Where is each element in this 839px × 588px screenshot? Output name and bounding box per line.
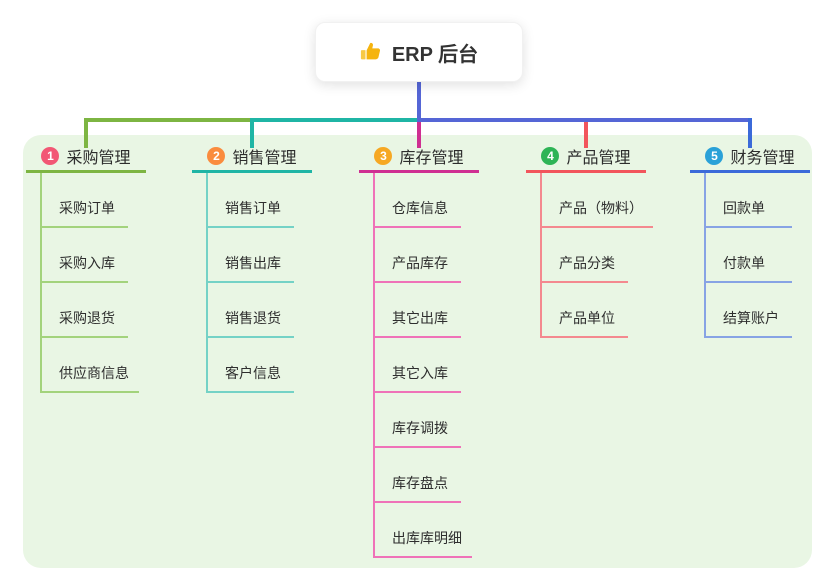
branch-finance-title[interactable]: 5 财务管理 <box>690 146 810 173</box>
branch-label: 库存管理 <box>399 149 464 167</box>
child-label: 结算账户 <box>723 310 779 326</box>
branch-inventory: 3 库存管理 仓库信息 产品库存 其它出库 其它入库 库存调拨 库存盘点 出库库… <box>359 146 479 558</box>
child-label: 客户信息 <box>225 365 281 381</box>
child-label: 采购入库 <box>59 255 115 271</box>
child-label: 产品（物料） <box>559 200 643 216</box>
branch-number-badge: 2 <box>207 146 226 165</box>
connector-drop-inventory <box>417 122 421 148</box>
branch-children: 销售订单 销售出库 销售退货 客户信息 <box>206 173 312 393</box>
child-topic[interactable]: 采购退货 <box>40 283 128 338</box>
child-topic[interactable]: 其它出库 <box>373 283 461 338</box>
branch-label: 销售管理 <box>232 149 297 167</box>
connector-bus-green <box>84 118 252 122</box>
branch-number-badge: 4 <box>541 146 560 165</box>
child-topic[interactable]: 仓库信息 <box>373 173 461 228</box>
child-topic[interactable]: 产品库存 <box>373 228 461 283</box>
child-topic[interactable]: 采购订单 <box>40 173 128 228</box>
child-label: 销售出库 <box>225 255 281 271</box>
child-label: 出库库明细 <box>392 530 462 546</box>
child-topic[interactable]: 库存调拨 <box>373 393 461 448</box>
branch-product-title[interactable]: 4 产品管理 <box>526 146 646 173</box>
child-topic[interactable]: 回款单 <box>704 173 792 228</box>
child-topic[interactable]: 库存盘点 <box>373 448 461 503</box>
child-label: 付款单 <box>723 255 765 271</box>
child-topic[interactable]: 产品（物料） <box>540 173 653 228</box>
child-label: 其它入库 <box>392 365 448 381</box>
child-topic[interactable]: 付款单 <box>704 228 792 283</box>
branch-number-badge: 3 <box>374 146 393 165</box>
branch-number-badge: 1 <box>41 146 60 165</box>
connector-drop-sales <box>250 118 254 148</box>
child-topic[interactable]: 供应商信息 <box>40 338 139 393</box>
root-node[interactable]: ERP 后台 <box>315 22 523 82</box>
connector-drop-procurement <box>84 118 88 148</box>
branch-label: 采购管理 <box>66 149 131 167</box>
thumbs-up-icon <box>360 41 382 63</box>
child-topic[interactable]: 产品分类 <box>540 228 628 283</box>
child-label: 产品单位 <box>559 310 615 326</box>
child-topic[interactable]: 销售出库 <box>206 228 294 283</box>
child-label: 产品分类 <box>559 255 615 271</box>
child-topic[interactable]: 其它入库 <box>373 338 461 393</box>
mindmap-panel <box>23 135 812 568</box>
branch-procurement-title[interactable]: 1 采购管理 <box>26 146 146 173</box>
branch-procurement: 1 采购管理 采购订单 采购入库 采购退货 供应商信息 <box>26 146 146 393</box>
branch-inventory-title[interactable]: 3 库存管理 <box>359 146 479 173</box>
branch-number-badge: 5 <box>705 146 724 165</box>
child-label: 产品库存 <box>392 255 448 271</box>
connector-root-drop <box>417 82 421 120</box>
child-topic[interactable]: 销售退货 <box>206 283 294 338</box>
child-label: 其它出库 <box>392 310 448 326</box>
connector-bus-teal <box>250 118 421 122</box>
child-label: 销售退货 <box>225 310 281 326</box>
child-label: 供应商信息 <box>59 365 129 381</box>
child-topic[interactable]: 产品单位 <box>540 283 628 338</box>
branch-label: 产品管理 <box>566 149 631 167</box>
branch-label: 财务管理 <box>730 149 795 167</box>
child-topic[interactable]: 销售订单 <box>206 173 294 228</box>
branch-children: 回款单 付款单 结算账户 <box>704 173 810 338</box>
branch-children: 产品（物料） 产品分类 产品单位 <box>540 173 653 338</box>
branch-sales: 2 销售管理 销售订单 销售出库 销售退货 客户信息 <box>192 146 312 393</box>
child-label: 采购退货 <box>59 310 115 326</box>
root-title: ERP 后台 <box>391 43 479 66</box>
child-label: 库存调拨 <box>392 420 448 436</box>
branch-sales-title[interactable]: 2 销售管理 <box>192 146 312 173</box>
branch-children: 仓库信息 产品库存 其它出库 其它入库 库存调拨 库存盘点 出库库明细 <box>373 173 479 558</box>
child-label: 仓库信息 <box>392 200 448 216</box>
child-topic[interactable]: 客户信息 <box>206 338 294 393</box>
connector-bus-blue <box>417 118 752 122</box>
child-label: 采购订单 <box>59 200 115 216</box>
child-topic[interactable]: 采购入库 <box>40 228 128 283</box>
child-topic[interactable]: 出库库明细 <box>373 503 472 558</box>
child-label: 销售订单 <box>225 200 281 216</box>
connector-drop-product <box>584 122 588 148</box>
branch-finance: 5 财务管理 回款单 付款单 结算账户 <box>690 146 810 338</box>
child-label: 回款单 <box>723 200 765 216</box>
branch-children: 采购订单 采购入库 采购退货 供应商信息 <box>40 173 146 393</box>
connector-drop-finance <box>748 118 752 148</box>
child-label: 库存盘点 <box>392 475 448 491</box>
child-topic[interactable]: 结算账户 <box>704 283 792 338</box>
branch-product: 4 产品管理 产品（物料） 产品分类 产品单位 <box>526 146 653 338</box>
